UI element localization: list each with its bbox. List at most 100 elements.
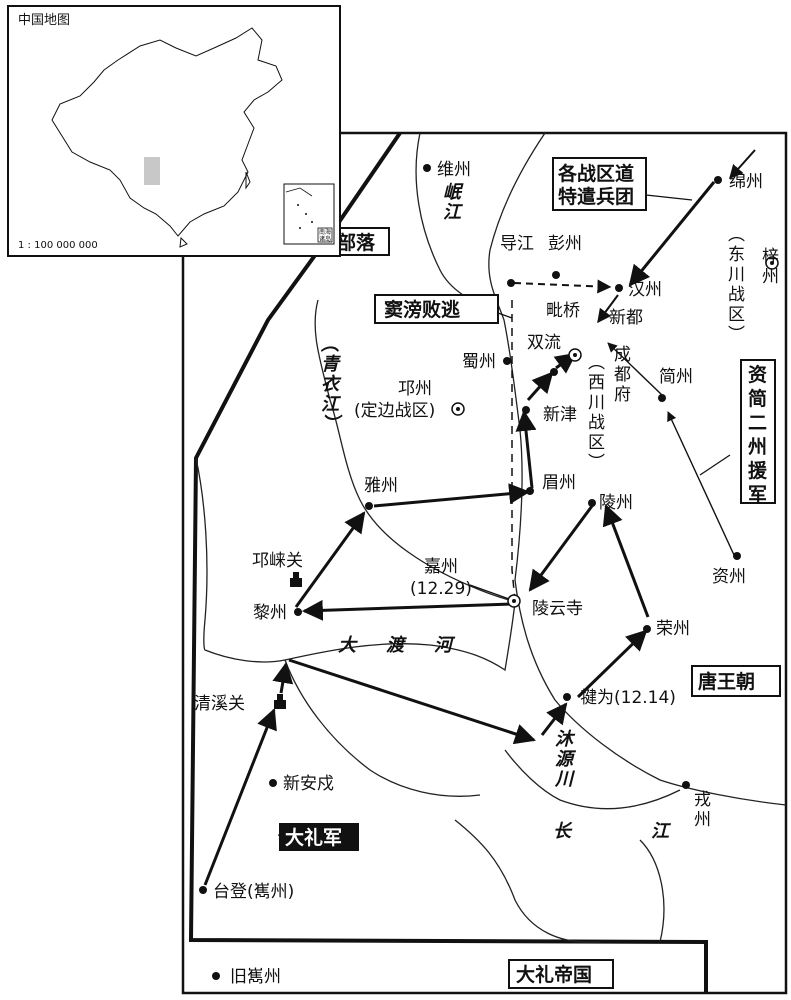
minjiang-river <box>488 132 787 806</box>
meizhou-marker <box>526 487 534 495</box>
piqiao-label: 毗桥 <box>546 301 580 321</box>
qionglaiguan-label: 邛崃关 <box>252 551 303 571</box>
place-labels: 维州 绵州 导江 彭州 汉州 毗桥 新都 蜀州 双流 邛州 (定边战区) 新津 … <box>194 160 763 987</box>
weizhou-marker <box>423 164 431 172</box>
arrow-rongzhou-lingzhou <box>602 504 650 618</box>
svg-text:特遣兵团: 特遣兵团 <box>558 185 634 208</box>
annotation-dou-pang: 窦滂败逃 <box>374 294 499 324</box>
dadu-river <box>204 601 516 672</box>
annotation-special-corps: 各战区道 特遣兵团 <box>552 157 647 211</box>
pass-icons <box>274 572 302 709</box>
muyuan-river <box>504 749 681 810</box>
pengzhou-marker <box>552 271 560 279</box>
svg-text:资简二州援军: 资简二州援军 <box>748 363 768 506</box>
arrow-lingyunsi-lizhou <box>301 599 513 621</box>
jiuxizhou-label: 旧嶲州 <box>230 967 281 987</box>
jiuxizhou-marker <box>212 972 220 980</box>
jianzhou-label: 简州 <box>659 367 693 387</box>
lingzhou-marker <box>588 499 596 507</box>
inset-scale: 1 : 100 000 000 <box>18 240 98 251</box>
qingyi-river <box>314 299 516 603</box>
daojiang-marker <box>507 279 515 287</box>
arrow-muyuan-jianwei <box>540 702 568 736</box>
rivers <box>195 132 787 944</box>
arrow-lizhou-yazhou <box>294 511 366 608</box>
mianzhou-marker <box>714 176 722 184</box>
xindu-label: 新都 <box>609 308 643 328</box>
annotation-dali-army: 大礼军 <box>279 823 359 851</box>
rongzhou2-marker <box>682 781 690 789</box>
arrow-taideng-qingxi <box>203 708 277 886</box>
arrow-qingxi-dadu <box>272 661 294 694</box>
arrow-jianwei-rongzhou <box>576 629 648 699</box>
arrow-hanzhou-xindu <box>597 294 619 324</box>
meizhou-label: 眉州 <box>542 473 576 493</box>
highlight-area <box>144 157 160 185</box>
zizhou2-marker <box>733 552 741 560</box>
shuzhou-marker <box>503 357 511 365</box>
rongzhou2-label: 戎州 <box>694 790 711 830</box>
arrow-dadu-muyuan <box>288 658 536 745</box>
movement-arrows <box>203 181 716 886</box>
svg-text:大礼帝国: 大礼帝国 <box>516 963 592 986</box>
xinjin-label: 新津 <box>543 405 577 425</box>
arrow-xinjin-shuangliu <box>526 371 554 401</box>
changjiang-label: 长江 <box>553 821 749 842</box>
arrow-daojiang-hanzhou <box>513 279 612 294</box>
changjiang-river <box>454 819 601 944</box>
yazhou-label: 雅州 <box>364 476 398 496</box>
hanzhou-marker <box>615 284 623 292</box>
hanzhou-label: 汉州 <box>628 280 662 300</box>
zizhou2-label: 资州 <box>712 567 746 587</box>
yazhou-marker <box>365 502 373 510</box>
xinanshu-label: 新安戍 <box>283 774 334 794</box>
south-sea-inset: 南海 诸岛 <box>283 183 335 245</box>
svg-text:窦滂败逃: 窦滂败逃 <box>384 298 461 321</box>
mianzhou-label: 绵州 <box>729 172 763 192</box>
svg-text:各战区道: 各战区道 <box>557 162 634 185</box>
sea-label-1: 南海 <box>319 228 331 236</box>
jiazhou-seat <box>507 594 521 608</box>
minjiang-label: 岷江 <box>443 182 464 223</box>
chengdu-seat <box>568 348 582 362</box>
shuangliu-label: 双流 <box>527 333 561 353</box>
lizhou-label: 黎州 <box>253 603 287 623</box>
qingyi-label: ︵青衣江︶ <box>320 334 343 435</box>
muyuan-label: 沐源川 <box>554 729 577 790</box>
jiazhou-date-label: (12.29) <box>410 579 472 599</box>
svg-text:部落: 部落 <box>337 231 376 254</box>
lingyunsi-label: 陵云寺 <box>532 599 583 619</box>
support-arrows <box>513 149 756 556</box>
annotation-zijian-aid: 资简二州援军 <box>740 359 776 506</box>
qiongzhou-label: 邛州 <box>398 379 432 399</box>
xinanshu-marker <box>269 779 277 787</box>
dongchuan-label: ︵东川战区︶ <box>728 225 745 345</box>
pengzhou-label: 彭州 <box>548 234 582 254</box>
arrow-zizhou-jianzhou <box>667 411 735 556</box>
xinjin-marker <box>522 406 530 414</box>
jianwei-marker <box>563 693 571 701</box>
seat-markers <box>451 256 779 608</box>
sea-label-2: 诸岛 <box>319 235 331 243</box>
arrow-jianzhou-chengdu <box>607 342 663 396</box>
taideng-label: 台登(嶲州) <box>213 882 294 902</box>
zizhou-seat <box>765 256 779 270</box>
shuzhou-label: 蜀州 <box>462 352 496 372</box>
rongzhou-marker <box>643 625 651 633</box>
inset-map: 中国地图 南海 诸岛 1 : 100 000 000 <box>7 5 341 257</box>
arrow-mianzhou-hanzhou <box>628 181 716 287</box>
qingxi-pass-icon <box>274 694 286 709</box>
qiongzhou-seat <box>451 402 465 416</box>
chengdu-label: 成都府 <box>614 345 631 405</box>
river-spread-labels: 大渡河 长江 <box>338 635 749 842</box>
arrow-lingzhou-lingyunsi <box>528 505 594 592</box>
region-tang: 唐王朝 <box>691 665 781 697</box>
qionglai-pass-icon <box>290 572 302 587</box>
svg-text:大礼军: 大礼军 <box>285 826 342 849</box>
shuangliu-marker <box>550 368 558 376</box>
dingbian-label: (定边战区) <box>354 401 435 421</box>
jianzhou-marker <box>658 394 666 402</box>
region-tribes: 部落 <box>332 227 390 256</box>
rongzhou-label: 荣州 <box>656 619 690 639</box>
